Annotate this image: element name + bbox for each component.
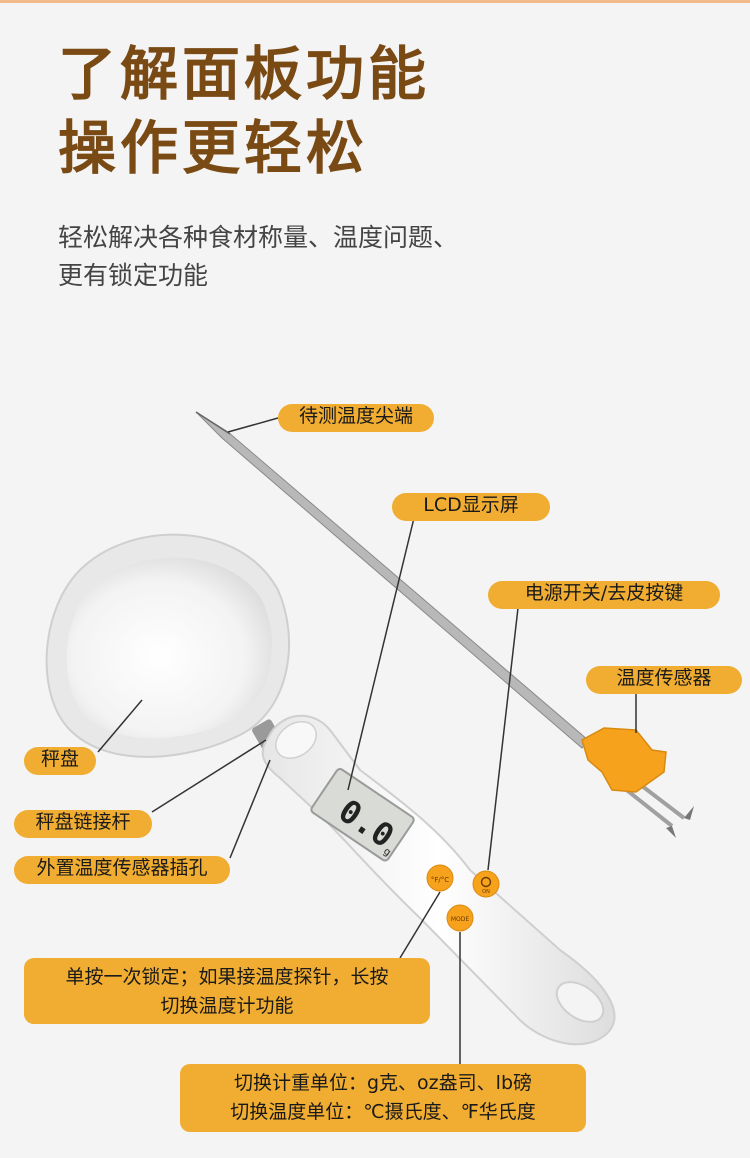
label-temp-sensor: 温度传感器 [586, 666, 742, 694]
hanging-hole [555, 981, 605, 1023]
temperature-probe [195, 411, 694, 838]
weighing-tray [45, 533, 290, 758]
unit-button-label: °F/°C [431, 876, 449, 884]
label-unit-switch: 切换计重单位：g克、oz盎司、lb磅 切换温度单位：℃摄氏度、℉华氏度 [180, 1064, 586, 1132]
label-tray: 秤盘 [24, 747, 96, 775]
lcd-unit: g [381, 846, 392, 859]
label-sensor-jack: 外置温度传感器插孔 [14, 856, 230, 884]
leader-lines [97, 417, 637, 1064]
unit-button[interactable]: °F/°C [426, 864, 454, 892]
mode-button-label: MODE [451, 916, 470, 923]
power-icon [480, 876, 492, 888]
temperature-sensor-head [581, 727, 667, 793]
page-title-line2: 操作更轻松 [58, 114, 369, 182]
page-title-line1: 了解面板功能 [58, 40, 431, 108]
label-tray-rod: 秤盘链接杆 [14, 810, 152, 838]
top-accent-bar [0, 0, 750, 3]
mode-button[interactable]: MODE [446, 904, 474, 932]
label-lock-function: 单按一次锁定；如果接温度探针，长按 切换温度计功能 [24, 958, 430, 1024]
subtitle-line1: 轻松解决各种食材称量、温度问题、 [58, 223, 459, 252]
label-lcd: LCD显示屏 [392, 493, 550, 521]
label-probe-tip: 待测温度尖端 [278, 404, 434, 432]
subtitle-line2: 更有锁定功能 [58, 261, 209, 290]
power-button[interactable]: ON [472, 870, 500, 898]
label-power-tare: 电源开关/去皮按键 [488, 581, 720, 609]
power-button-label: ON [482, 889, 490, 895]
